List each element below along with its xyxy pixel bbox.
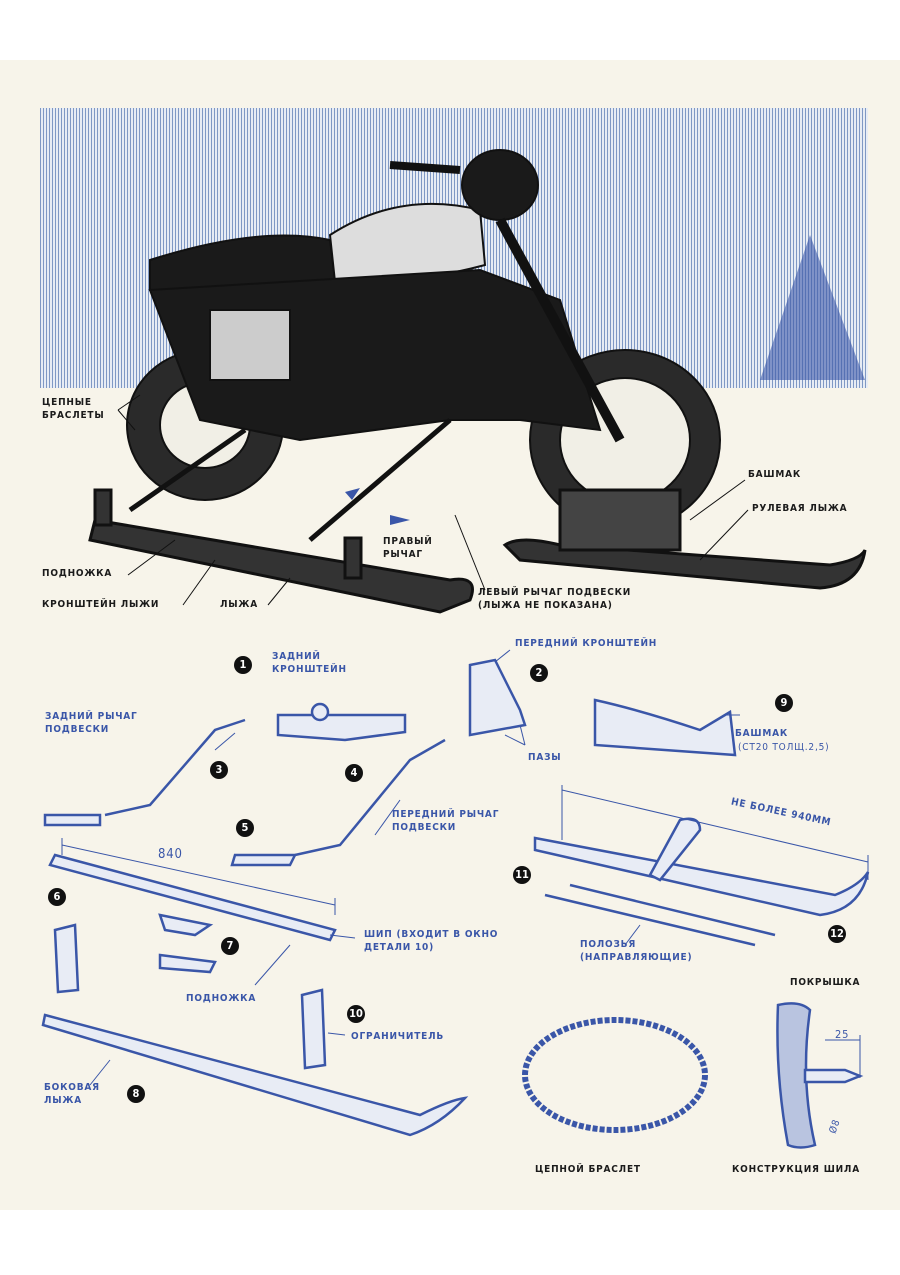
part-side-ski: [41, 1013, 469, 1137]
steering-ski-assembly: [502, 488, 867, 590]
part-number-4: 4: [345, 764, 363, 782]
label-side-ski: БОКОВАЯ ЛЫЖА: [44, 1082, 100, 1106]
label-rear-lever: ЗАДНИЙ РЫЧАГ ПОДВЕСКИ: [45, 711, 138, 735]
part-number-5: 5: [236, 819, 254, 837]
label-shoe: БАШМАК: [748, 469, 802, 480]
label-spike: ШИП (ВХОДИТ В ОКНО ДЕТАЛИ 10): [364, 929, 499, 953]
part-rear-bracket: [276, 713, 407, 742]
arrow-icon: [345, 488, 360, 500]
part-hinge: [43, 813, 102, 827]
part-runner-2: [569, 883, 776, 937]
part-number-3: 3: [210, 761, 228, 779]
label-spike-design: КОНСТРУКЦИЯ ШИЛА: [732, 1164, 860, 1175]
part-plate-6: [53, 923, 80, 994]
rear-ski-assembly: [88, 418, 474, 614]
part-footrest: [48, 853, 337, 942]
part-number-10: 10: [347, 1005, 365, 1023]
label-tire: ПОКРЫШКА: [790, 977, 861, 988]
part-number-8: 8: [127, 1085, 145, 1103]
parts-drawings: [41, 658, 870, 1149]
label-slots: ПАЗЫ: [528, 752, 562, 763]
dimension-line-840: [61, 838, 336, 915]
arrow-icon: [390, 515, 410, 525]
label-chain-bracelets: ЦЕПНЫЕ БРАСЛЕТЫ: [42, 397, 105, 421]
part-number-2: 2: [530, 664, 548, 682]
label-shoe-spec: (Ст20 толщ.2,5): [738, 742, 830, 753]
label-front-bracket: ПЕРЕДНИЙ КРОНШТЕЙН: [515, 638, 658, 649]
dimension-840: 840: [158, 847, 183, 862]
part-number-9: 9: [775, 694, 793, 712]
part-number-1: 1: [234, 656, 252, 674]
part-number-7: 7: [221, 937, 239, 955]
part-tire-section: [776, 1002, 817, 1149]
label-left-lever: ЛЕВЫЙ РЫЧАГ ПОДВЕСКИ (ЛЫЖА НЕ ПОКАЗАНА): [478, 587, 632, 611]
part-rear-lever: [104, 718, 246, 817]
part-number-6: 6: [48, 888, 66, 906]
engine-side-cover: [209, 309, 291, 381]
label-chain-bracelet: ЦЕПНОЙ БРАСЛЕТ: [535, 1164, 641, 1175]
part-hinge-5: [230, 853, 298, 867]
dimension-line-25: [825, 1035, 861, 1078]
part-front-bracket: [468, 658, 527, 737]
label-ski-bracket: КРОНШТЕЙН ЛЫЖИ: [42, 599, 160, 610]
fir-tree: [760, 235, 865, 380]
part-plate-7a: [158, 913, 214, 937]
dimension-line-940: [561, 785, 869, 880]
label-footrest-part: ПОДНОЖКА: [186, 993, 257, 1004]
label-right-lever: ПРАВЫЙ РЫЧАГ: [383, 536, 433, 560]
part-number-12: 12: [828, 925, 846, 943]
label-rear-bracket: ЗАДНИЙ КРОНШТЕЙН: [272, 651, 347, 675]
label-footrest: ПОДНОЖКА: [42, 568, 113, 579]
label-steering-ski: РУЛЕВАЯ ЛЫЖА: [752, 503, 848, 514]
part-front-lever: [294, 738, 446, 857]
label-runners: ПОЛОЗЬЯ (НАПРАВЛЯЮЩИЕ): [580, 939, 693, 963]
part-number-11: 11: [513, 866, 531, 884]
part-plate-7b: [158, 953, 217, 974]
label-front-lever: ПЕРЕДНИЙ РЫЧАГ ПОДВЕСКИ: [392, 809, 500, 833]
part-limiter: [300, 988, 327, 1070]
motorcycle-drawing: [126, 149, 721, 531]
part-shoe: [593, 698, 737, 757]
part-chain-bracelet: [522, 1017, 708, 1133]
headlight: [461, 149, 539, 221]
part-spike: [803, 1068, 864, 1084]
dimension-25: 25: [835, 1028, 850, 1041]
label-shoe-part: БАШМАК: [735, 728, 789, 739]
label-limiter: ОГРАНИЧИТЕЛЬ: [351, 1031, 445, 1042]
part-runner-1: [544, 893, 756, 947]
label-ski: ЛЫЖА: [220, 599, 258, 610]
